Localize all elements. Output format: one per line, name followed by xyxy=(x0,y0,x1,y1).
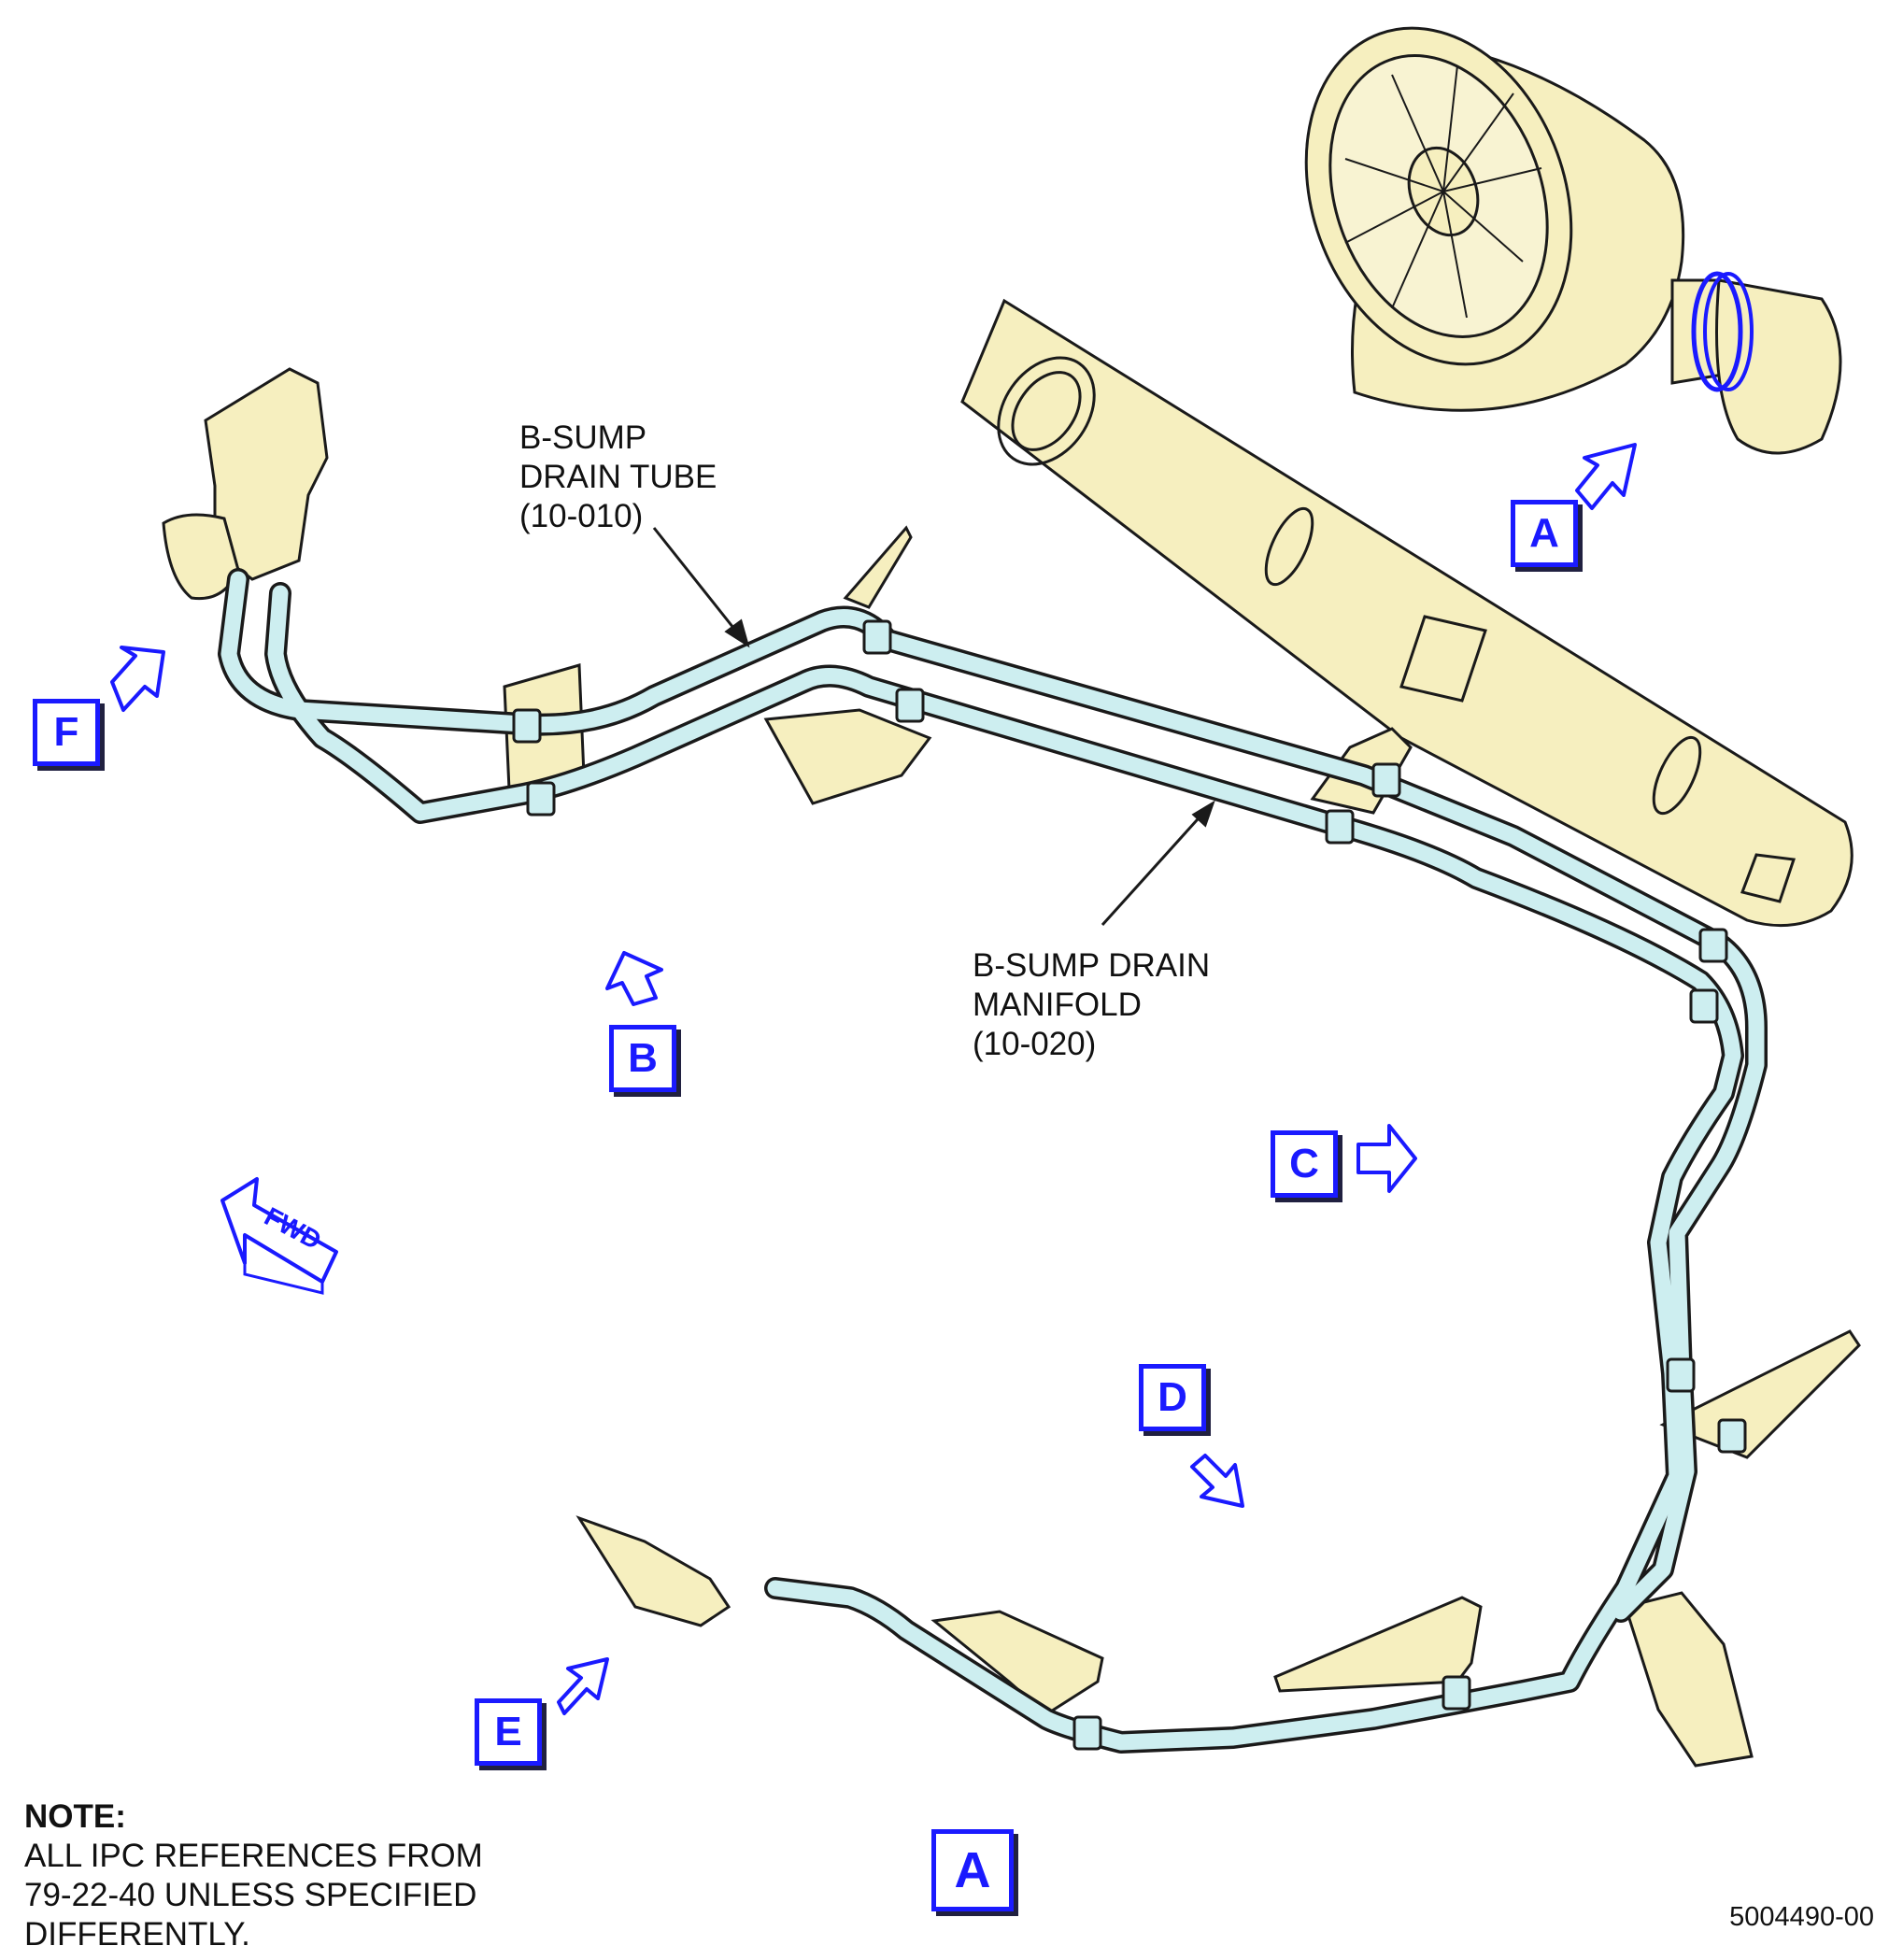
fwd-arrow-icon: FWD xyxy=(220,1177,338,1295)
support-brackets xyxy=(162,367,1861,1768)
fitting-upper-left xyxy=(162,513,240,601)
note-body: ALL IPC REFERENCES FROM 79-22-40 UNLESS … xyxy=(24,1838,483,1953)
drain-outlet-fitting xyxy=(1624,1591,1754,1768)
figure-id: 5004490-00 xyxy=(1729,1902,1874,1932)
callout-leaders xyxy=(652,527,1215,927)
drain-tube-callout: B-SUMP DRAIN TUBE (10-010) xyxy=(519,419,717,534)
view-d-arrow-icon xyxy=(1190,1454,1244,1508)
view-c-box: C xyxy=(1271,1130,1338,1198)
view-e-box: E xyxy=(475,1698,542,1766)
view-b-box: B xyxy=(609,1025,676,1092)
bracket-c xyxy=(763,708,932,805)
drain-manifold-leader xyxy=(1101,809,1207,927)
tube-clamps xyxy=(512,619,1747,1751)
view-a-bottom-box: A xyxy=(931,1829,1014,1911)
view-a-top-arrow-icon xyxy=(1575,443,1637,510)
bracket-top-mid xyxy=(843,525,913,609)
bracket-lower-mid xyxy=(930,1610,1104,1716)
drain-tube-leader xyxy=(652,527,743,638)
fitting-lower-left xyxy=(575,1515,731,1627)
engine-case-section xyxy=(960,298,1853,928)
view-arrows xyxy=(110,443,1637,1715)
view-b-arrow-icon xyxy=(605,951,663,1006)
view-d-box: D xyxy=(1139,1364,1206,1431)
bracket-lower-right-mid xyxy=(1273,1596,1483,1693)
note-heading: NOTE: xyxy=(24,1798,126,1835)
drain-manifold-callout: B-SUMP DRAIN MANIFOLD (10-020) xyxy=(973,947,1211,1062)
view-f-box: F xyxy=(33,699,100,766)
view-f-arrow-icon xyxy=(110,646,165,712)
view-a-top-box: A xyxy=(1511,500,1578,567)
view-c-arrow-icon xyxy=(1356,1124,1417,1193)
view-e-arrow-icon xyxy=(557,1657,609,1715)
engine-icon xyxy=(1304,26,1842,455)
